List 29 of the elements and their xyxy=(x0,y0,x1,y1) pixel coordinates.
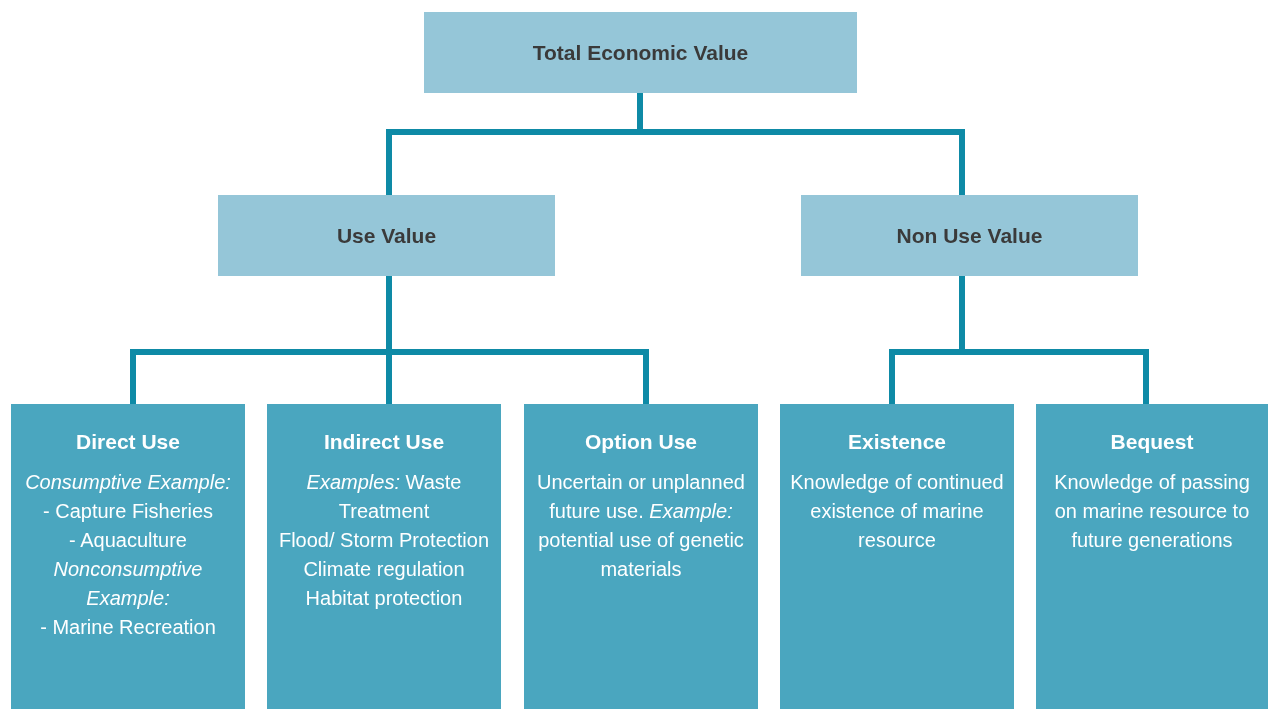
box-text: Climate regulation xyxy=(303,557,465,582)
box-heading: Direct Use xyxy=(76,430,180,454)
connector-line xyxy=(959,276,1149,404)
box-heading: Indirect Use xyxy=(323,430,445,454)
box-heading: Use Value xyxy=(336,223,437,248)
box-text: Knowledge of passing on marine resource to future generations xyxy=(1053,470,1251,553)
box-text: Examples: Waste Treatment xyxy=(305,470,463,524)
box-heading: Total Economic Value xyxy=(532,40,749,65)
box-text: - Marine Recreation xyxy=(40,615,216,640)
box-text: Uncertain or unplanned future use. Example: potential use of genetic materials xyxy=(536,470,746,582)
value-box xyxy=(524,404,758,709)
box-text: Knowledge of continued existence of marine resource xyxy=(789,470,1005,553)
box-text: - Capture Fisheries xyxy=(42,499,214,524)
box-heading: Option Use xyxy=(585,430,697,454)
category-box xyxy=(801,195,1138,276)
value-box xyxy=(11,404,245,709)
value-box xyxy=(267,404,501,709)
box-heading: Bequest xyxy=(1110,430,1194,454)
box-heading: Existence xyxy=(847,430,947,454)
value-box xyxy=(1036,404,1268,709)
category-box xyxy=(218,195,555,276)
box-text: Consumptive Example: xyxy=(25,470,231,495)
value-box xyxy=(780,404,1014,709)
box-text: Habitat protection xyxy=(305,586,463,611)
box-text: Flood/ Storm Protection xyxy=(278,528,490,553)
box-heading: Non Use Value xyxy=(896,223,1043,248)
category-box xyxy=(424,12,857,93)
box-text: Nonconsumptive Example: xyxy=(52,557,204,611)
box-text: - Aquaculture xyxy=(69,528,187,553)
